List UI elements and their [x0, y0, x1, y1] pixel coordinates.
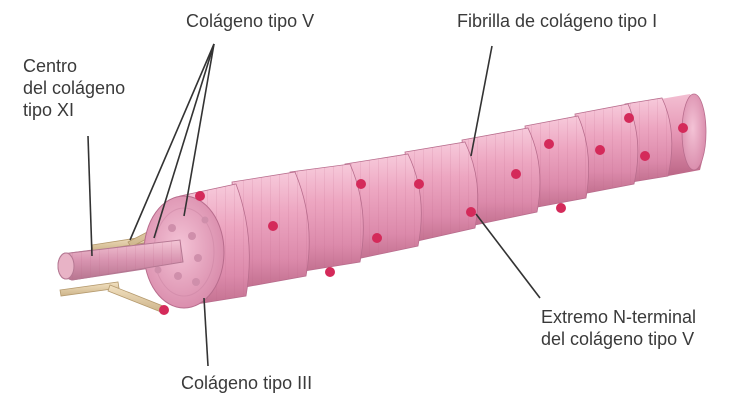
label-collagen-type-xi-center: Centro del colágeno tipo XI [23, 55, 125, 121]
collagen-fibril-segments [144, 94, 706, 308]
label-n-terminal-collagen-type-v: Extremo N-terminal del colágeno tipo V [541, 306, 696, 350]
label-n-terminal-line-1: Extremo N-terminal [541, 306, 696, 328]
label-center-line-1: Centro [23, 55, 125, 77]
label-collagen-type-v: Colágeno tipo V [186, 10, 314, 32]
label-center-line-3: tipo XI [23, 99, 125, 121]
label-center-line-2: del colágeno [23, 77, 125, 99]
label-collagen-type-i-fibril: Fibrilla de colágeno tipo I [457, 10, 657, 32]
label-n-terminal-line-2: del colágeno tipo V [541, 328, 696, 350]
label-collagen-type-iii: Colágeno tipo III [181, 372, 312, 394]
